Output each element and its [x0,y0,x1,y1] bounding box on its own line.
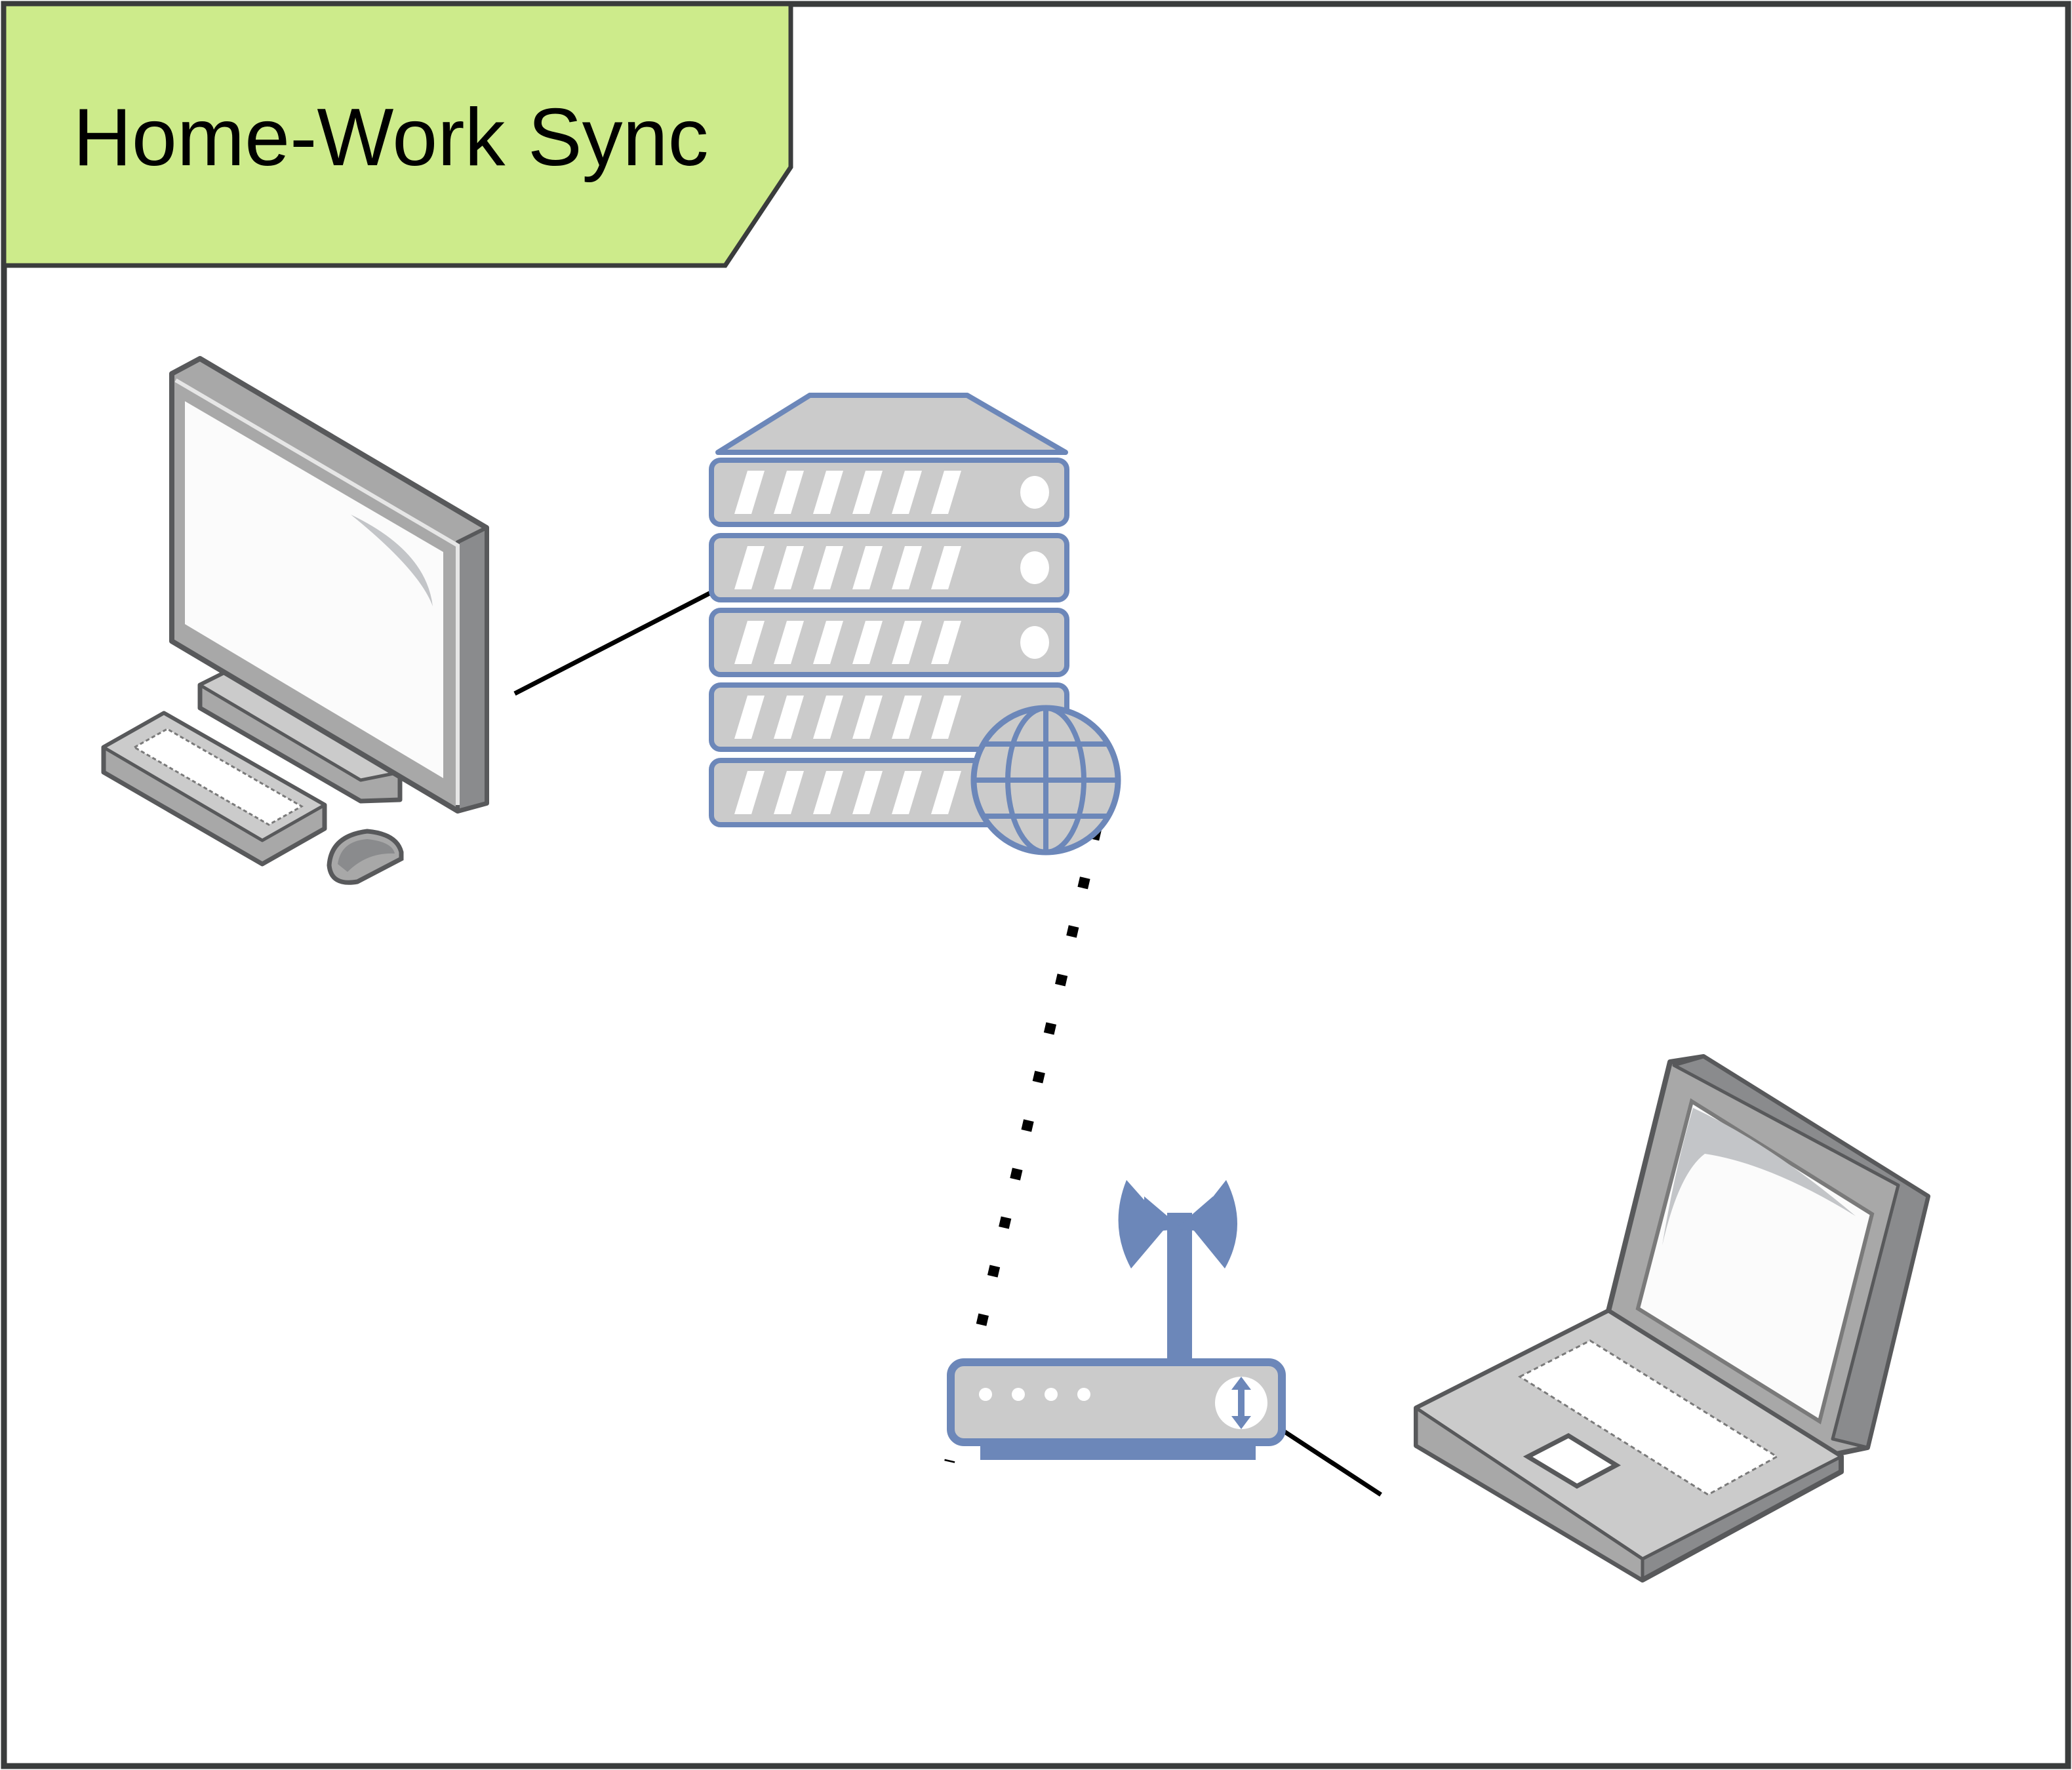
server-vent-slot [852,471,883,514]
laptop-screen-glare [1662,1108,1856,1246]
laptop-keyboard [1517,1339,1779,1496]
laptop-screen [1635,1098,1875,1425]
server-vent-slot [774,471,804,514]
monitor-side [456,526,488,813]
server-vent-slot [892,471,922,514]
monitor-screen [185,401,443,778]
server-vent-slot [813,771,843,814]
server-status-light [1020,476,1049,509]
server-status-light [1020,551,1049,584]
server-vent-slot [852,771,883,814]
server-vent-slot [734,471,765,514]
laptop-icon[interactable] [1414,1054,1930,1583]
server-vent-slot [852,621,883,664]
laptop-lid-side [1672,1055,1930,1449]
router-led [1012,1388,1025,1401]
router-led [979,1388,992,1401]
server-vent-slot [774,771,804,814]
server-vent-slot [774,621,804,664]
server-unit [709,682,1069,752]
edge-router-laptop [1277,1426,1382,1497]
server-vent-slot [892,546,922,589]
server-vent-slot [774,696,804,739]
globe-icon [970,705,1121,856]
router-antenna-mast [1167,1213,1192,1364]
server-vent-slot [774,546,804,589]
title-tab-shape [1,1,793,268]
server-vent-slot [813,471,843,514]
server-units [709,458,1069,827]
router-antenna-right [1190,1180,1238,1268]
edge-server-router [944,828,1102,1463]
server-unit [709,608,1069,677]
server-vent-slot [813,696,843,739]
router-led [1077,1388,1090,1401]
edge-desktop-server [513,589,715,696]
mouse-top [338,839,395,872]
server-vent-slot [931,471,961,514]
router-sync-arrows [1231,1377,1251,1429]
server-vent-slot [892,696,922,739]
server-vent-slot [734,621,765,664]
monitor-highlight [174,378,460,805]
router-antenna-left [1118,1180,1167,1268]
server-vent-slot [813,621,843,664]
server-vent-slot [852,546,883,589]
laptop-base-front [1414,1406,1644,1582]
server-status-light [1020,626,1049,659]
server-vent-slot [813,546,843,589]
server-top [715,393,1068,455]
title-tab: Home-Work Sync [1,1,793,268]
desktop-computer-icon[interactable] [101,356,489,885]
server-vent-slot [734,546,765,589]
wireless-router-icon[interactable] [947,1180,1286,1460]
server-vent-slot [931,546,961,589]
server-vent-slot [852,696,883,739]
router-antenna-core [1144,1196,1213,1232]
server-vent-slot [734,771,765,814]
server-unit [709,533,1069,602]
server-vent-slot [931,696,961,739]
server-vent-slot [931,621,961,664]
diagram-title: Home-Work Sync [73,92,708,183]
laptop-touchpad [1523,1432,1622,1489]
keyboard-keys [132,728,304,826]
server-vent-slot [892,621,922,664]
server-vent-slot [892,771,922,814]
server-unit [709,458,1069,527]
server-vent-slot [734,696,765,739]
router-body [947,1358,1286,1446]
server-vent-slot [931,771,961,814]
router-led [1045,1388,1058,1401]
connectors [513,589,1382,1497]
web-server-icon[interactable] [709,393,1121,856]
